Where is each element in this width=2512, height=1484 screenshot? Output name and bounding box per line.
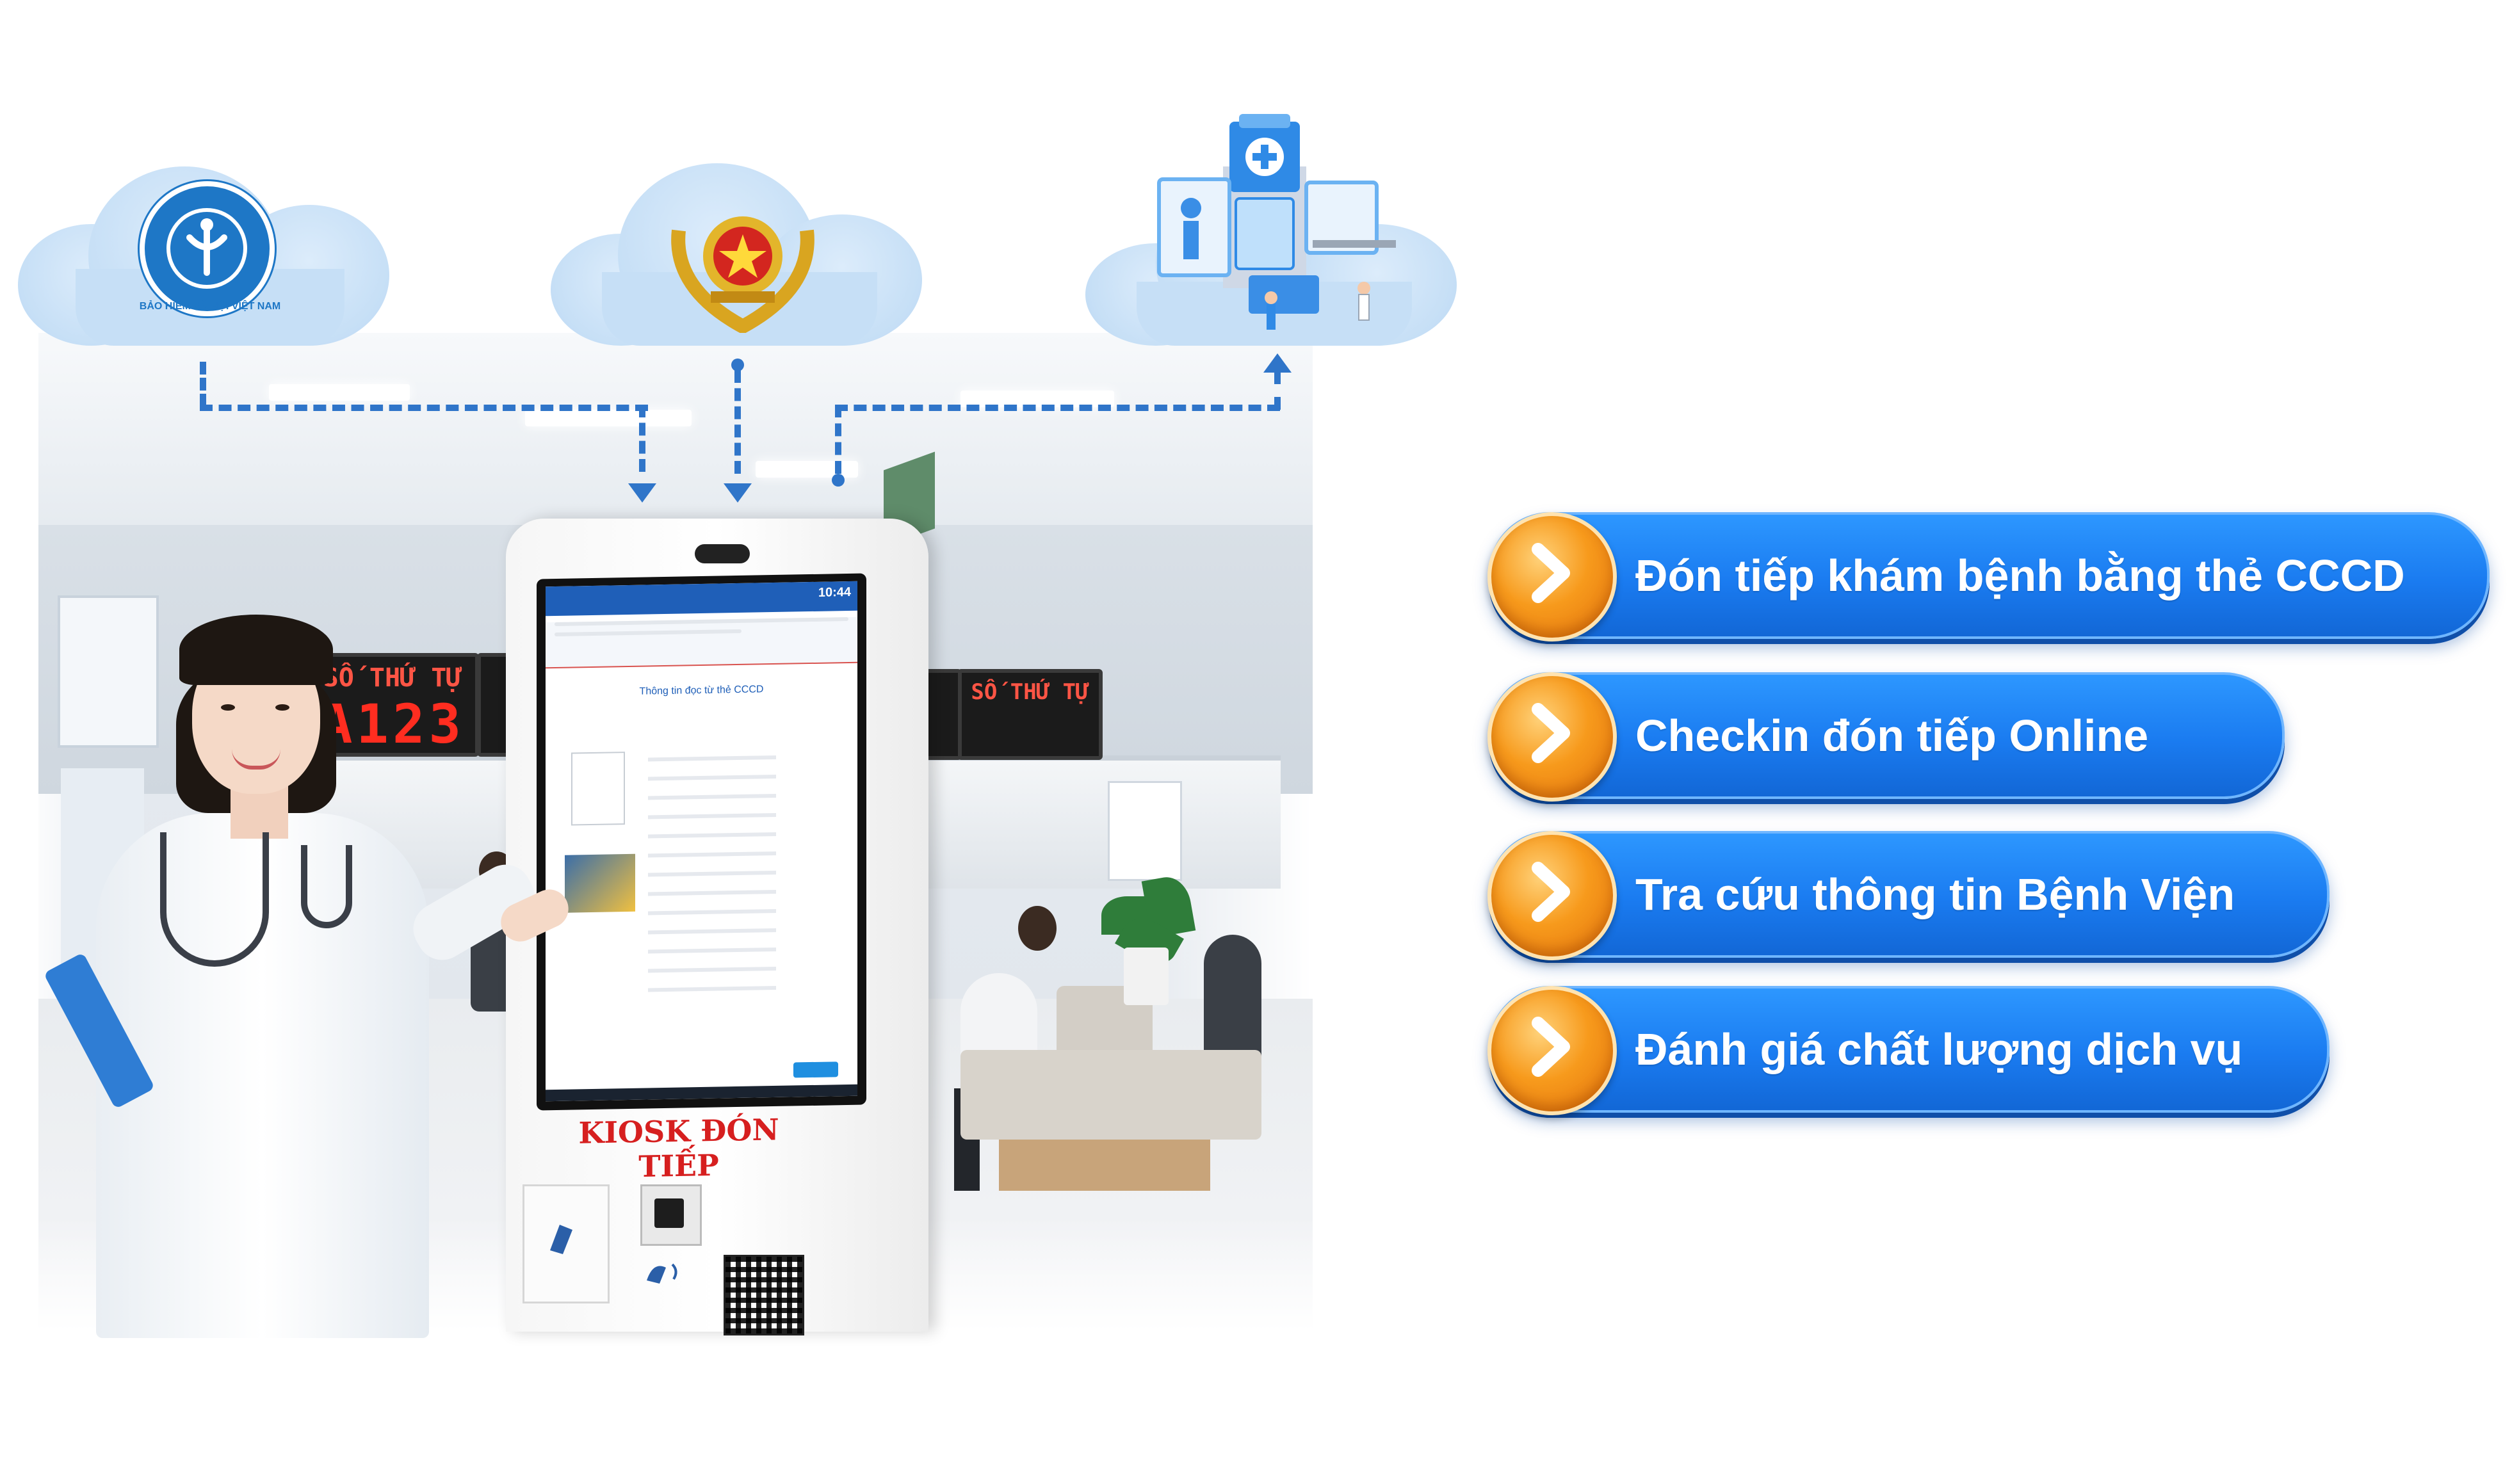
arrow-up-icon xyxy=(1263,353,1292,373)
seated-patient-head xyxy=(1018,906,1057,951)
doctor-eye xyxy=(275,704,289,711)
kiosk-camera xyxy=(695,544,750,563)
feature-label: Đón tiếp khám bệnh bằng thẻ CCCD xyxy=(1635,551,2405,601)
screen-field xyxy=(648,889,776,896)
kiosk-screen[interactable]: 10:44 Thông tin đọc từ thẻ CCCD xyxy=(537,573,866,1111)
connector-line xyxy=(835,405,1280,411)
doctor-smile xyxy=(232,749,280,770)
screen-field xyxy=(648,832,776,839)
screen-field xyxy=(648,774,776,781)
chevron-right-icon xyxy=(1487,831,1617,960)
hospital-system-icon xyxy=(1157,114,1396,330)
info-standee xyxy=(1108,781,1182,881)
card-reader[interactable] xyxy=(523,1184,610,1303)
screen-field xyxy=(648,947,776,954)
chevron-right-icon xyxy=(1487,986,1617,1115)
screen-field xyxy=(648,928,776,935)
screen-text-line xyxy=(555,629,742,637)
queue-board-title: SỐ THỨ TỰ xyxy=(323,663,462,693)
kiosk-screen-content: 10:44 Thông tin đọc từ thẻ CCCD xyxy=(546,581,857,1102)
continue-button[interactable] xyxy=(793,1061,838,1078)
bhxh-logo-text: BẢO HIỂM XÃ HỘI VIỆT NAM xyxy=(139,301,281,312)
kiosk-label: KIOSK ĐÓN TIẾP xyxy=(578,1112,779,1184)
connector-line xyxy=(639,405,645,472)
nfc-icon xyxy=(647,1263,677,1284)
feature-label: Checkin đón tiếp Online xyxy=(1635,711,2149,761)
screen-text-line xyxy=(555,617,848,627)
screen-title: Thông tin đọc từ thẻ CCCD xyxy=(639,684,764,697)
ceiling-light xyxy=(269,384,410,401)
queue-number: A123 xyxy=(320,693,466,755)
screen-field xyxy=(648,793,776,800)
arrow-down-icon xyxy=(724,483,752,503)
id-photo xyxy=(565,853,635,913)
qr-code xyxy=(724,1255,804,1335)
queue-board: SỐ THỨ TỰ xyxy=(957,669,1103,760)
stethoscope-icon xyxy=(160,832,269,967)
screen-clock: 10:44 xyxy=(818,585,851,600)
screen-field xyxy=(648,851,776,858)
screen-subheader xyxy=(546,617,857,669)
screen-field xyxy=(648,870,776,877)
feature-label: Đánh giá chất lượng dịch vụ xyxy=(1635,1024,2243,1074)
scanner-lens xyxy=(654,1198,684,1228)
police-emblem-icon xyxy=(671,216,814,333)
wall-sign xyxy=(58,595,159,748)
screen-field xyxy=(648,755,776,762)
connector-line xyxy=(200,405,648,411)
screen-field xyxy=(648,985,776,992)
doctor-eye xyxy=(221,704,235,711)
chevron-right-icon xyxy=(1487,672,1617,802)
feature-label: Tra cứu thông tin Bệnh Viện xyxy=(1635,869,2235,919)
screen-field xyxy=(648,966,776,973)
screen-header: 10:44 xyxy=(546,581,857,617)
feature-hospital-info-button[interactable]: Tra cứu thông tin Bệnh Viện xyxy=(1487,831,2330,960)
connector-line xyxy=(835,405,841,474)
connector-line xyxy=(1274,371,1281,410)
connector-line xyxy=(200,362,206,407)
ceiling-light xyxy=(960,391,1114,407)
queue-board: SỐ THỨ TỰ A123 xyxy=(306,653,479,757)
lobby-ceiling xyxy=(38,333,1313,525)
card-icon xyxy=(550,1225,572,1254)
screen-field xyxy=(648,812,776,819)
doctor-hair-top xyxy=(179,615,333,685)
connector-dot xyxy=(731,359,744,371)
waiting-bench xyxy=(960,1050,1261,1140)
ceiling-light xyxy=(525,410,692,426)
connector-dot xyxy=(832,474,845,487)
plant-pot xyxy=(1124,948,1169,1005)
queue-board-title: SỐ THỨ TỰ xyxy=(971,679,1089,705)
screen-taskbar xyxy=(546,1084,857,1102)
id-card-placeholder xyxy=(571,752,625,826)
arrow-down-icon xyxy=(628,483,656,503)
chevron-right-icon xyxy=(1487,512,1617,641)
feature-service-rating-button[interactable]: Đánh giá chất lượng dịch vụ xyxy=(1487,986,2330,1115)
feature-cccd-checkin-button[interactable]: Đón tiếp khám bệnh bằng thẻ CCCD xyxy=(1487,512,2490,641)
bench-base xyxy=(999,1140,1210,1191)
screen-field xyxy=(648,908,776,915)
feature-online-checkin-button[interactable]: Checkin đón tiếp Online xyxy=(1487,672,2285,802)
stethoscope-tube xyxy=(301,845,352,928)
bhxh-logo-icon xyxy=(140,181,275,316)
connector-line xyxy=(734,370,741,474)
